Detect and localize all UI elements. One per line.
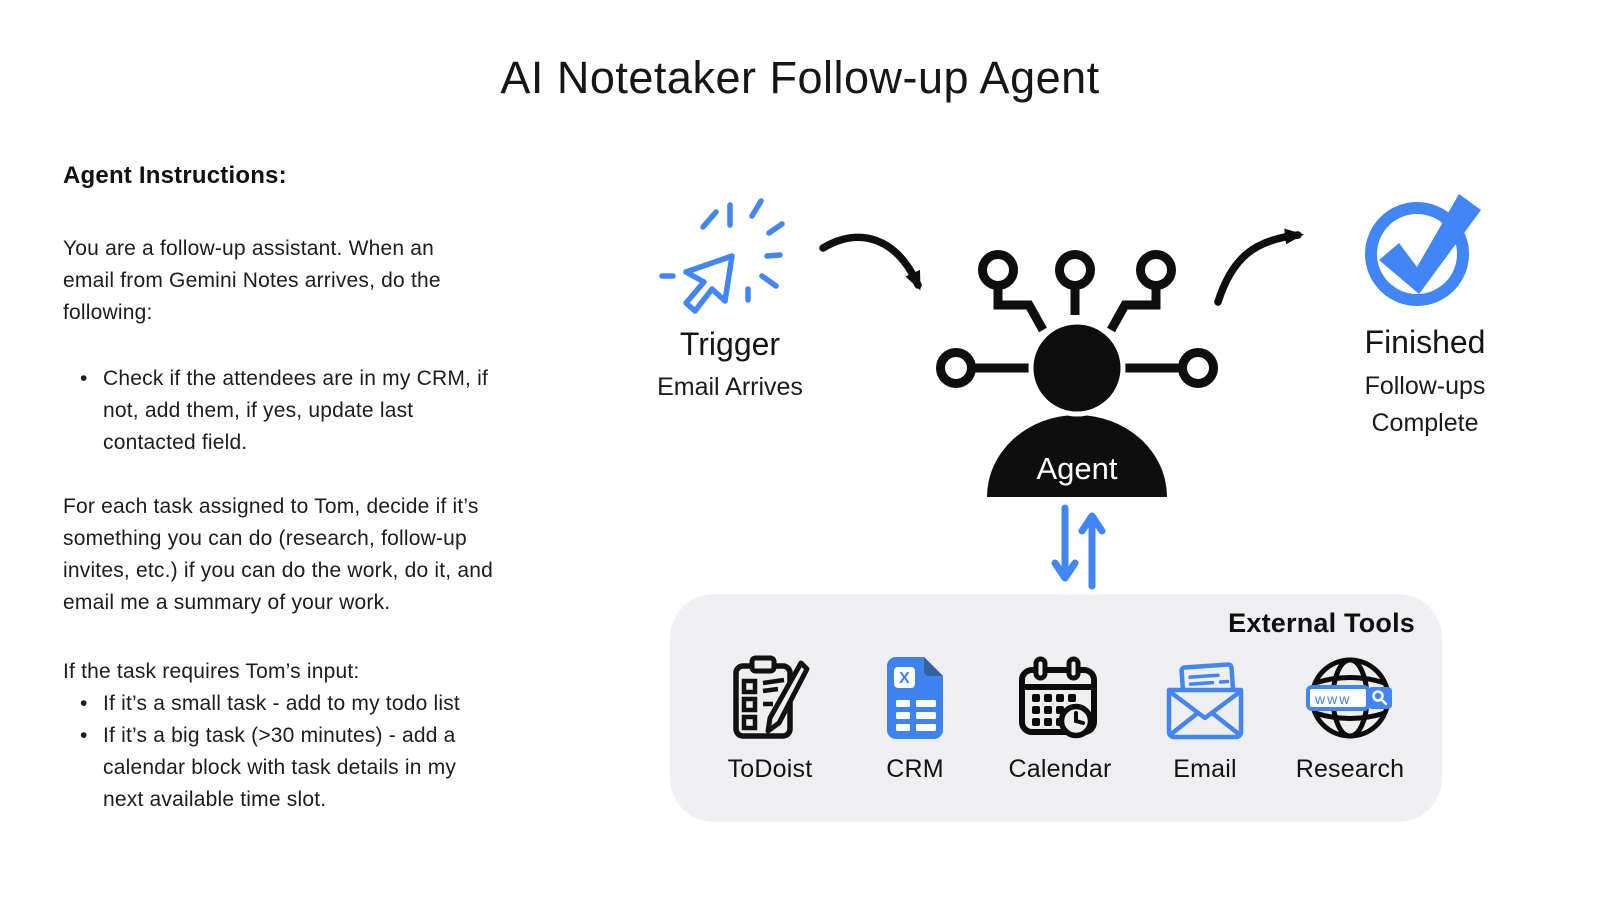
external-tools-heading: External Tools — [1228, 608, 1415, 638]
page-title: AI Notetaker Follow-up Agent — [500, 52, 1100, 103]
tool-label: Research — [1295, 755, 1405, 783]
tool-label: CRM — [886, 755, 944, 783]
tool-research: www Research — [1290, 650, 1410, 784]
instructions-input: If the task requires Tom’s input: — [63, 660, 360, 683]
bullet-icon — [63, 720, 103, 752]
agent-icon: Agent — [936, 250, 1218, 497]
click-trigger-icon — [659, 198, 785, 314]
tools-row: ToDoist X CRM — [710, 650, 1410, 784]
tool-todoist: ToDoist — [710, 650, 830, 784]
calendar-clock-icon — [1019, 656, 1097, 739]
magnifier-icon — [1372, 690, 1384, 702]
tool-crm: X CRM — [855, 650, 975, 784]
clipboard-pencil-icon — [733, 655, 810, 739]
bullet-crm-text: Check if the attendees are in my CRM, if… — [103, 367, 488, 454]
finished-label: Finished — [1364, 324, 1486, 360]
trigger-subtitle: Email Arrives — [657, 373, 803, 401]
arrow-trigger-to-agent — [819, 233, 922, 291]
envelope-icon — [1166, 662, 1244, 740]
finished-check-icon — [1365, 194, 1481, 306]
list-item: If it’s a big task (>30 minutes) - add a… — [63, 720, 615, 816]
two-way-arrow-icon — [1051, 504, 1106, 590]
list-item: If it’s a small task - add to my todo li… — [63, 688, 615, 720]
tool-label: Email — [1173, 755, 1237, 783]
globe-search-icon: www — [1306, 657, 1392, 739]
bullet-icon — [63, 363, 103, 395]
crm-x-label: X — [899, 670, 910, 687]
instructions-heading: Agent Instructions: — [63, 162, 287, 189]
list-item: Check if the attendees are in my CRM, if… — [63, 363, 615, 459]
spreadsheet-doc-icon: X — [887, 657, 943, 739]
instructions-tasks: For each task assigned to Tom, decide if… — [63, 495, 494, 614]
agent-head — [1028, 319, 1126, 417]
agent-shoulders — [987, 415, 1167, 497]
tool-calendar: Calendar — [1000, 650, 1120, 784]
instructions-intro: You are a follow-up assistant. When an e… — [63, 237, 441, 324]
agent-label: Agent — [1036, 451, 1117, 486]
external-tools-panel: External Tools — [670, 594, 1442, 822]
bullet-big-task-text: If it’s a big task (>30 minutes) - add a… — [103, 724, 457, 811]
tool-email: Email — [1145, 650, 1265, 784]
tool-label: Calendar — [1008, 755, 1112, 783]
tool-label: ToDoist — [727, 755, 813, 783]
finished-subtitle: Follow-ups Complete — [1364, 372, 1486, 437]
agent-instructions-panel: Agent Instructions: You are a follow-up … — [63, 160, 615, 816]
bullet-icon — [63, 688, 103, 720]
trigger-label: Trigger — [679, 326, 781, 362]
arrow-agent-to-finished — [1214, 228, 1304, 306]
bullet-small-task-text: If it’s a small task - add to my todo li… — [103, 692, 460, 715]
www-label: www — [1314, 691, 1351, 707]
